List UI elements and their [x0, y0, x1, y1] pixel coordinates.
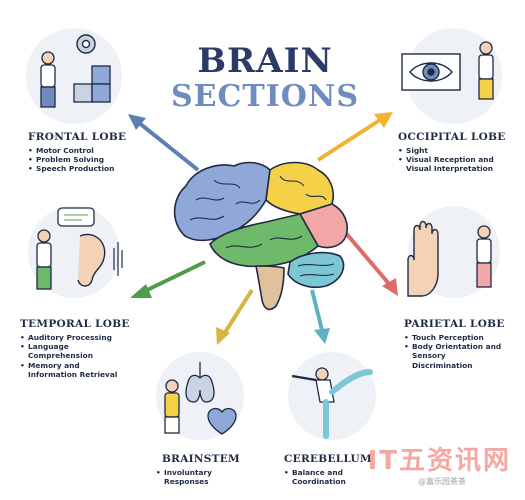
person-figure: [40, 51, 56, 108]
list-item: Language Comprehension: [20, 342, 120, 360]
occipital-lobe-section: OCCIPITAL LOBE Sight Visual Reception an…: [398, 131, 516, 174]
cerebellum-section: CEREBELLUM Balance and Coordination: [284, 453, 384, 486]
watermark: IT五资讯网: [367, 446, 511, 476]
list-item: Sight: [398, 146, 516, 155]
lungs-icon: [185, 362, 215, 403]
person-figure: [476, 225, 492, 288]
title-line-2: SECTIONS: [171, 79, 359, 114]
parietal-lobe-shape: [265, 161, 334, 215]
person-figure: [36, 229, 52, 290]
list-item: Problem Solving: [28, 155, 158, 164]
brainstem-section: BRAINSTEM Involuntary Responses: [156, 453, 256, 486]
watermark-sub: @富乐园茶茶: [418, 477, 466, 486]
brainstem-shape: [255, 265, 285, 311]
list-item: Involuntary Responses: [156, 468, 226, 486]
arrow-temporal: [130, 260, 206, 298]
occipital-illustration: [401, 28, 502, 124]
arrow-parietal: [343, 230, 398, 296]
eye-icon: [401, 53, 461, 91]
temporal-lobe-title: TEMPORAL LOBE: [20, 318, 130, 330]
list-item: Balance and Coordination: [284, 468, 354, 486]
temporal-illustration: [28, 206, 123, 298]
heart-icon: [207, 407, 237, 435]
list-item: Speech Production: [28, 164, 158, 173]
title-line-1: BRAIN: [197, 41, 333, 81]
arrow-frontal: [128, 114, 200, 172]
person-figure: [478, 41, 494, 100]
arrow-brainstem: [216, 288, 254, 345]
arrow-cerebellum: [310, 289, 330, 344]
list-item: Visual Reception and Visual Interpretati…: [398, 155, 516, 173]
brain-illustration: [173, 161, 348, 311]
occipital-lobe-shape: [299, 203, 348, 249]
cerebellum-title: CEREBELLUM: [284, 453, 372, 465]
brainstem-illustration: [156, 352, 244, 440]
parietal-illustration: [407, 206, 500, 298]
frontal-lobe-title: FRONTAL LOBE: [28, 131, 127, 143]
list-item: Memory and Information Retrieval: [20, 361, 120, 379]
list-item: Touch Perception: [404, 333, 508, 342]
cerebellum-illustration: [288, 352, 376, 440]
list-item: Auditory Processing: [20, 333, 120, 342]
person-balancing-figure: [291, 367, 373, 439]
cerebellum-shape: [287, 251, 345, 289]
temporal-lobe-section: TEMPORAL LOBE Auditory Processing Langua…: [20, 318, 140, 379]
speech-bubble-icon: [57, 207, 95, 227]
puzzle-icon: [73, 65, 111, 103]
person-figure: [164, 379, 180, 434]
ear-icon: [77, 233, 106, 287]
frontal-lobe-section: FRONTAL LOBE Motor Control Problem Solvi…: [28, 131, 158, 174]
sound-wave-icon: [113, 242, 123, 276]
gear-icon: [76, 34, 96, 54]
frontal-illustration: [26, 28, 122, 124]
parietal-lobe-title: PARIETAL LOBE: [404, 318, 505, 330]
list-item: Motor Control: [28, 146, 158, 155]
occipital-lobe-title: OCCIPITAL LOBE: [398, 131, 506, 143]
hand-icon: [407, 220, 439, 297]
parietal-lobe-section: PARIETAL LOBE Touch Perception Body Orie…: [404, 318, 516, 370]
arrow-occipital: [316, 112, 393, 162]
list-item: Body Orientation and Sensory Discriminat…: [404, 342, 508, 370]
title-block: BRAIN SECTIONS: [150, 42, 380, 114]
brainstem-title: BRAINSTEM: [162, 453, 240, 465]
